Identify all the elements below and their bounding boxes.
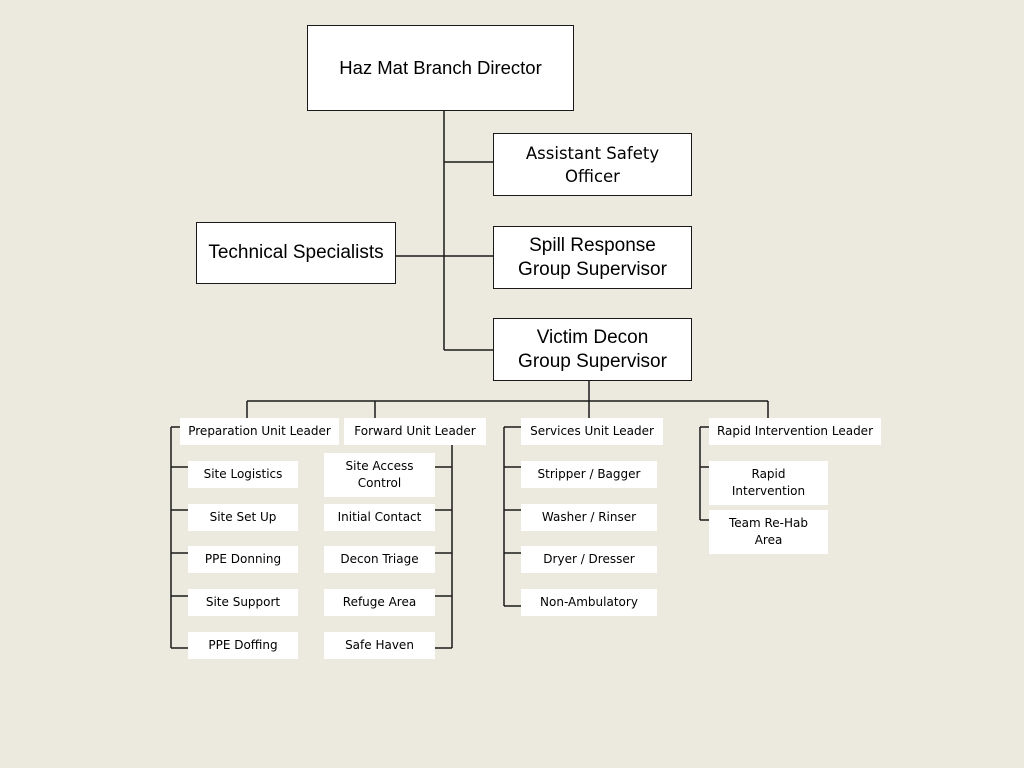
preparation-item: PPE Donning xyxy=(188,546,298,573)
services-item: Washer / Rinser xyxy=(521,504,657,531)
forward-item: Refuge Area xyxy=(324,589,435,616)
services-item: Dryer / Dresser xyxy=(521,546,657,573)
preparation-item: PPE Doffing xyxy=(188,632,298,659)
forward-item: Initial Contact xyxy=(324,504,435,531)
forward-unit-leader: Forward Unit Leader xyxy=(344,418,486,445)
rapid-item: Rapid Intervention xyxy=(709,461,828,505)
director-box: Haz Mat Branch Director xyxy=(307,25,574,111)
rapid-intervention-leader: Rapid Intervention Leader xyxy=(709,418,881,445)
preparation-item: Site Support xyxy=(188,589,298,616)
assistant-safety-box: Assistant Safety Officer xyxy=(493,133,692,196)
services-item: Stripper / Bagger xyxy=(521,461,657,488)
spill-response-box: Spill Response Group Supervisor xyxy=(493,226,692,289)
forward-item: Decon Triage xyxy=(324,546,435,573)
preparation-item: Site Set Up xyxy=(188,504,298,531)
forward-item: Site Access Control xyxy=(324,453,435,497)
technical-specialists-box: Technical Specialists xyxy=(196,222,396,284)
preparation-item: Site Logistics xyxy=(188,461,298,488)
services-item: Non-Ambulatory xyxy=(521,589,657,616)
forward-item: Safe Haven xyxy=(324,632,435,659)
victim-decon-box: Victim Decon Group Supervisor xyxy=(493,318,692,381)
rapid-item: Team Re-Hab Area xyxy=(709,510,828,554)
services-unit-leader: Services Unit Leader xyxy=(521,418,663,445)
preparation-unit-leader: Preparation Unit Leader xyxy=(180,418,339,445)
